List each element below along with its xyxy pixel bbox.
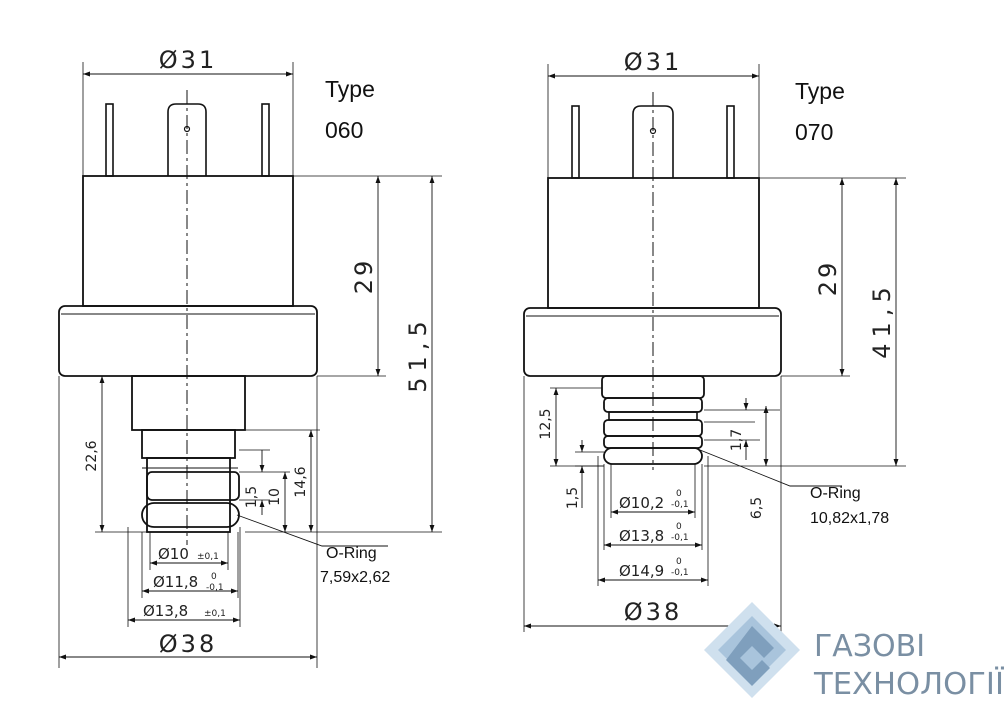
dim-1-5-left: 1,5	[244, 486, 260, 508]
pin-left	[571, 105, 580, 179]
oring-size-left: 7,59x2,62	[320, 569, 390, 586]
pin-center	[167, 103, 207, 176]
pin-center	[632, 105, 674, 178]
dim-29-right: 29	[814, 260, 842, 297]
tol-up-10-2: 0	[676, 489, 682, 499]
tol-dn-13-8: -0,1	[671, 533, 689, 543]
type-code-070: 070	[795, 119, 833, 145]
brand-logo: ГАЗОВІ ТЕХНОЛОГІЇ	[704, 602, 1004, 702]
oring	[141, 502, 240, 528]
tol-dn-11-8: -0,1	[206, 583, 224, 593]
logo-g-shape	[726, 626, 774, 686]
dim-diameter-31-right: Ø31	[624, 48, 682, 76]
neck	[131, 375, 246, 431]
step	[141, 429, 236, 459]
type-label-070: Type	[795, 78, 845, 104]
pin-right	[261, 103, 270, 177]
dim-29-left: 29	[350, 258, 378, 295]
tol-dn-14-9: -0,1	[671, 568, 689, 578]
dim-diameter-10-2: Ø10,2	[619, 494, 664, 512]
dim-1-7: 1,7	[729, 429, 745, 451]
dim-14-6: 14,6	[293, 466, 309, 497]
tol-diameter-10: ±0,1	[197, 552, 219, 562]
dim-diameter-38-left: Ø38	[159, 630, 217, 658]
sensor-type-070-drawing	[523, 64, 906, 632]
tol-diameter-13-8-left: ±0,1	[204, 609, 226, 619]
pin-hole	[183, 125, 191, 133]
dim-51-5: 51,5	[404, 315, 432, 392]
pin-right	[726, 105, 735, 179]
oring-label-left: O-Ring	[326, 545, 377, 562]
pin-left	[105, 103, 114, 177]
tol-up-11-8: 0	[211, 572, 217, 582]
brand-line-1: ГАЗОВІ	[814, 629, 925, 664]
tol-up-14-9: 0	[676, 557, 682, 567]
oring	[603, 447, 703, 465]
sensor-type-060-drawing	[58, 62, 442, 668]
dim-diameter-13-8-left: Ø13,8	[143, 602, 188, 620]
dim-22-6: 22,6	[84, 440, 100, 471]
upper-body	[82, 175, 294, 307]
dim-diameter-14-9: Ø14,9	[619, 562, 664, 580]
dim-diameter-11-8: Ø11,8	[153, 573, 198, 591]
oring-size-right: 10,82x1,78	[810, 510, 889, 527]
dim-10: 10	[267, 488, 283, 506]
tol-up-13-8: 0	[676, 522, 682, 532]
brand-line-2: ТЕХНОЛОГІЇ	[813, 666, 1004, 702]
dim-diameter-38-right: Ø38	[624, 598, 682, 626]
oring-label-right: O-Ring	[810, 485, 861, 502]
dim-diameter-10: Ø10	[158, 545, 189, 563]
dim-diameter-13-8-right: Ø13,8	[619, 527, 664, 545]
tol-dn-10-2: -0,1	[671, 500, 689, 510]
type-label-060: Type	[325, 76, 375, 102]
dim-1-5-right: 1,5	[565, 487, 581, 509]
dim-12-5: 12,5	[538, 408, 554, 439]
dim-41-5: 41,5	[868, 281, 896, 358]
pin-hole	[649, 127, 657, 135]
hex-flange	[58, 305, 318, 377]
dim-6-5: 6,5	[749, 497, 765, 519]
dim-diameter-31-left: Ø31	[159, 46, 217, 74]
stem	[146, 457, 231, 533]
logo-mark-icon	[704, 602, 800, 698]
type-code-060: 060	[325, 117, 363, 143]
oring-groove-1	[146, 471, 240, 501]
